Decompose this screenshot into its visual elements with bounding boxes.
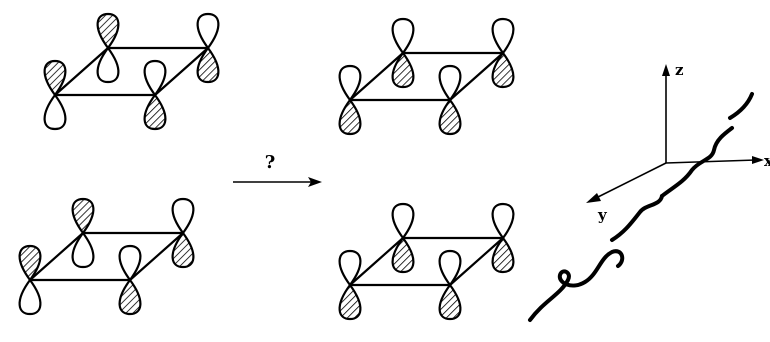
lower-lobe-unshaded: [18, 278, 42, 316]
p-orbital: [196, 12, 220, 84]
upper-lobe-shaded: [96, 12, 120, 50]
lower-lobe-shaded: [438, 98, 462, 136]
p-orbital: [438, 64, 462, 136]
upper-lobe-unshaded: [338, 64, 362, 102]
upper-lobe-unshaded: [338, 249, 362, 287]
p-orbital: [171, 197, 195, 269]
upper-lobe-shaded: [18, 244, 42, 282]
sigma-bond: [348, 51, 405, 102]
lower-lobe-unshaded: [43, 93, 67, 131]
upper-lobe-shaded: [71, 197, 95, 235]
p-orbital: [438, 249, 462, 321]
upper-lobe-unshaded: [196, 12, 220, 50]
upper-lobe-unshaded: [491, 17, 515, 55]
sigma-bond: [28, 231, 85, 282]
molecule-right-top: [338, 17, 515, 136]
watermark: [528, 92, 754, 322]
p-orbital: [491, 17, 515, 89]
p-orbital: [43, 59, 67, 131]
p-orbital: [143, 59, 167, 131]
upper-lobe-unshaded: [438, 64, 462, 102]
upper-lobe-unshaded: [143, 59, 167, 97]
upper-lobe-unshaded: [171, 197, 195, 235]
z-axis-label: z: [675, 61, 684, 79]
molecule-left-top: [43, 12, 220, 131]
lower-lobe-shaded: [118, 278, 142, 316]
p-orbital: [338, 249, 362, 321]
lower-lobe-shaded: [143, 93, 167, 131]
lower-lobe-unshaded: [71, 231, 95, 269]
p-orbital: [18, 244, 42, 316]
p-orbital: [491, 202, 515, 274]
lower-lobe-shaded: [338, 283, 362, 321]
x-axis: [665, 159, 757, 164]
sigma-bond: [128, 231, 185, 282]
upper-lobe-unshaded: [438, 249, 462, 287]
sigma-bond: [448, 51, 505, 102]
sigma-bond: [448, 236, 505, 287]
arrow-label: ?: [265, 152, 276, 173]
lower-lobe-shaded: [196, 46, 220, 84]
y-axis-label: y: [597, 206, 608, 224]
p-orbital: [338, 64, 362, 136]
lower-lobe-shaded: [491, 236, 515, 274]
sigma-bond: [53, 46, 110, 97]
molecule-left-bottom: [18, 197, 195, 316]
sigma-bond: [348, 236, 405, 287]
lower-lobe-shaded: [391, 236, 415, 274]
lower-lobe-shaded: [438, 283, 462, 321]
lower-lobe-unshaded: [96, 46, 120, 84]
upper-lobe-unshaded: [391, 17, 415, 55]
y-axis: [593, 162, 667, 200]
reaction-arrow: ?: [233, 152, 322, 187]
p-orbital: [71, 197, 95, 269]
lower-lobe-shaded: [491, 51, 515, 89]
upper-lobe-unshaded: [491, 202, 515, 240]
lower-lobe-shaded: [338, 98, 362, 136]
coordinate-axes: z x y: [586, 61, 770, 224]
sigma-bond: [153, 46, 210, 97]
x-axis-label: x: [764, 152, 770, 170]
molecule-right-bottom: [338, 202, 515, 321]
p-orbital: [118, 244, 142, 316]
p-orbital: [96, 12, 120, 84]
upper-lobe-shaded: [43, 59, 67, 97]
lower-lobe-shaded: [391, 51, 415, 89]
lower-lobe-shaded: [171, 231, 195, 269]
p-orbital: [391, 17, 415, 89]
upper-lobe-unshaded: [118, 244, 142, 282]
p-orbital: [391, 202, 415, 274]
upper-lobe-unshaded: [391, 202, 415, 240]
